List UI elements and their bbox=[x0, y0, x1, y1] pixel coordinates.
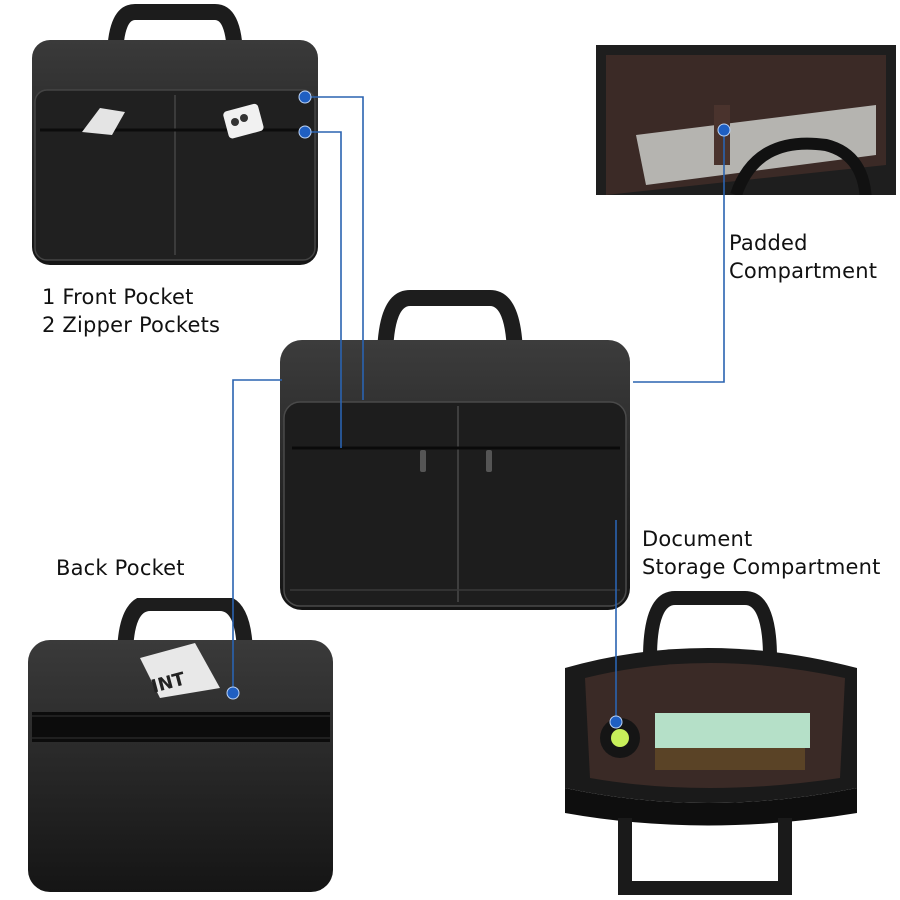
back-view-bag-image: INT bbox=[20, 598, 340, 898]
back-pocket-text: Back Pocket bbox=[56, 556, 185, 580]
briefcase-front-illustration bbox=[32, 3, 318, 265]
zipper-pockets-text: 2 Zipper Pockets bbox=[42, 313, 221, 337]
document-text: Document bbox=[642, 527, 753, 551]
open-bag-interior-image bbox=[555, 588, 867, 900]
storage-compartment-text: Storage Compartment bbox=[642, 555, 881, 579]
front-pocket-text: 1 Front Pocket bbox=[42, 285, 194, 309]
front-pockets-label: 1 Front Pocket 2 Zipper Pockets bbox=[42, 283, 220, 339]
back-pocket-label: Back Pocket bbox=[56, 554, 185, 582]
open-briefcase-illustration bbox=[565, 591, 857, 895]
main-bag-image bbox=[270, 290, 640, 615]
briefcase-back-illustration: INT bbox=[28, 598, 333, 892]
compartment-text: Compartment bbox=[729, 259, 878, 283]
briefcase-main-illustration bbox=[280, 290, 630, 610]
document-storage-label: Document Storage Compartment bbox=[642, 525, 881, 581]
padded-compartment-label: Padded Compartment bbox=[729, 229, 877, 285]
padded-compartment-illustration bbox=[596, 45, 896, 225]
padded-text: Padded bbox=[729, 231, 808, 255]
padded-compartment-image bbox=[596, 45, 896, 225]
front-view-bag-image bbox=[20, 0, 330, 275]
